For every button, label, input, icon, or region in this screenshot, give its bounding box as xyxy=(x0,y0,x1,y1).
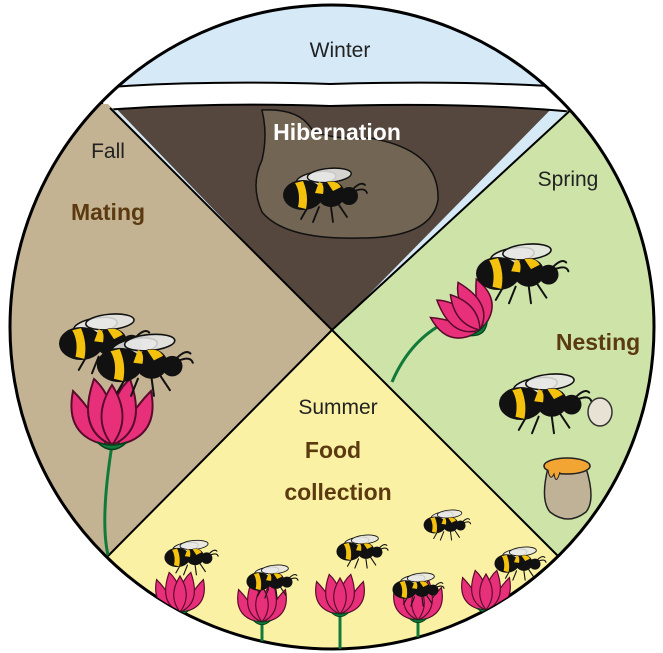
activity-label-collection: collection xyxy=(284,479,391,505)
season-label-summer: Summer xyxy=(298,396,377,419)
activity-label-mating: Mating xyxy=(71,199,145,225)
activity-label-hibernation: Hibernation xyxy=(273,119,401,145)
season-label-spring: Spring xyxy=(538,168,599,191)
egg-icon xyxy=(588,398,612,426)
activity-label-food: Food xyxy=(305,437,361,463)
activity-label-nesting: Nesting xyxy=(556,329,640,355)
season-label-winter: Winter xyxy=(310,39,371,62)
honey-pot-icon xyxy=(544,458,591,519)
season-label-fall: Fall xyxy=(91,140,125,163)
